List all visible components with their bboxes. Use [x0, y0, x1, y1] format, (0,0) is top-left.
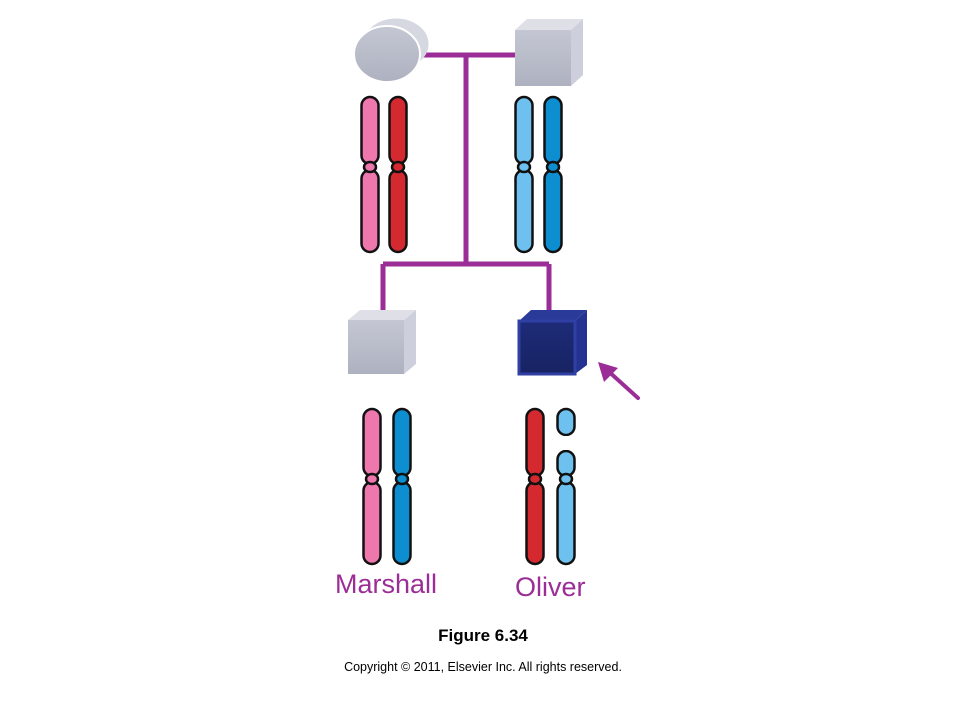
proband-arrow [598, 362, 640, 400]
mother-chromosome-2-centromere [390, 160, 406, 174]
father-chromosome-2-p-arm [543, 95, 563, 166]
marshall-label: Marshall [335, 569, 438, 599]
chromosomes [360, 95, 578, 566]
father-chromosome-2-q-arm [543, 168, 563, 254]
marshall-chromosome-2-centromere [394, 472, 410, 486]
pedigree-lines [380, 52, 552, 314]
marshall-chromosome-1-centromere [364, 472, 380, 486]
oliver-chromosome-2-q-arm [556, 480, 576, 566]
oliver-chromosome-2-p-tip [556, 407, 576, 437]
father-symbol [515, 19, 583, 86]
mother-chromosome-1-centromere [362, 160, 378, 174]
marshall-chromosome-2-p-arm [392, 407, 412, 478]
figure-caption: Figure 6.34 [438, 626, 528, 645]
oliver-chromosome-2-deletion-gap [554, 436, 578, 450]
mother-chromosome-1-p-arm [360, 95, 380, 166]
father-chromosome-2-centromere [545, 160, 561, 174]
father-chromosome-1-centromere [516, 160, 532, 174]
oliver-chromosome-1-q-arm [525, 480, 545, 566]
oliver-symbol [517, 310, 587, 376]
marshall-chromosome-1-q-arm [362, 480, 382, 566]
oliver-chromosome-1-centromere [527, 472, 543, 486]
mother-chromosome-2-p-arm [388, 95, 408, 166]
oliver-chromosome-1-p-arm [525, 407, 545, 478]
oliver-chromosome-2-centromere [558, 472, 574, 486]
copyright-notice: Copyright © 2011, Elsevier Inc. All righ… [344, 660, 622, 674]
father-chromosome-1-p-arm [514, 95, 534, 166]
marshall-symbol [348, 310, 416, 374]
oliver-chromosome-2-p-arm [556, 449, 576, 478]
mother-symbol [353, 18, 429, 83]
oliver-label: Oliver [515, 572, 586, 602]
father-chromosome-1-q-arm [514, 168, 534, 254]
marshall-chromosome-2-q-arm [392, 480, 412, 566]
mother-chromosome-2-q-arm [388, 168, 408, 254]
marshall-chromosome-1-p-arm [362, 407, 382, 478]
mother-chromosome-1-q-arm [360, 168, 380, 254]
